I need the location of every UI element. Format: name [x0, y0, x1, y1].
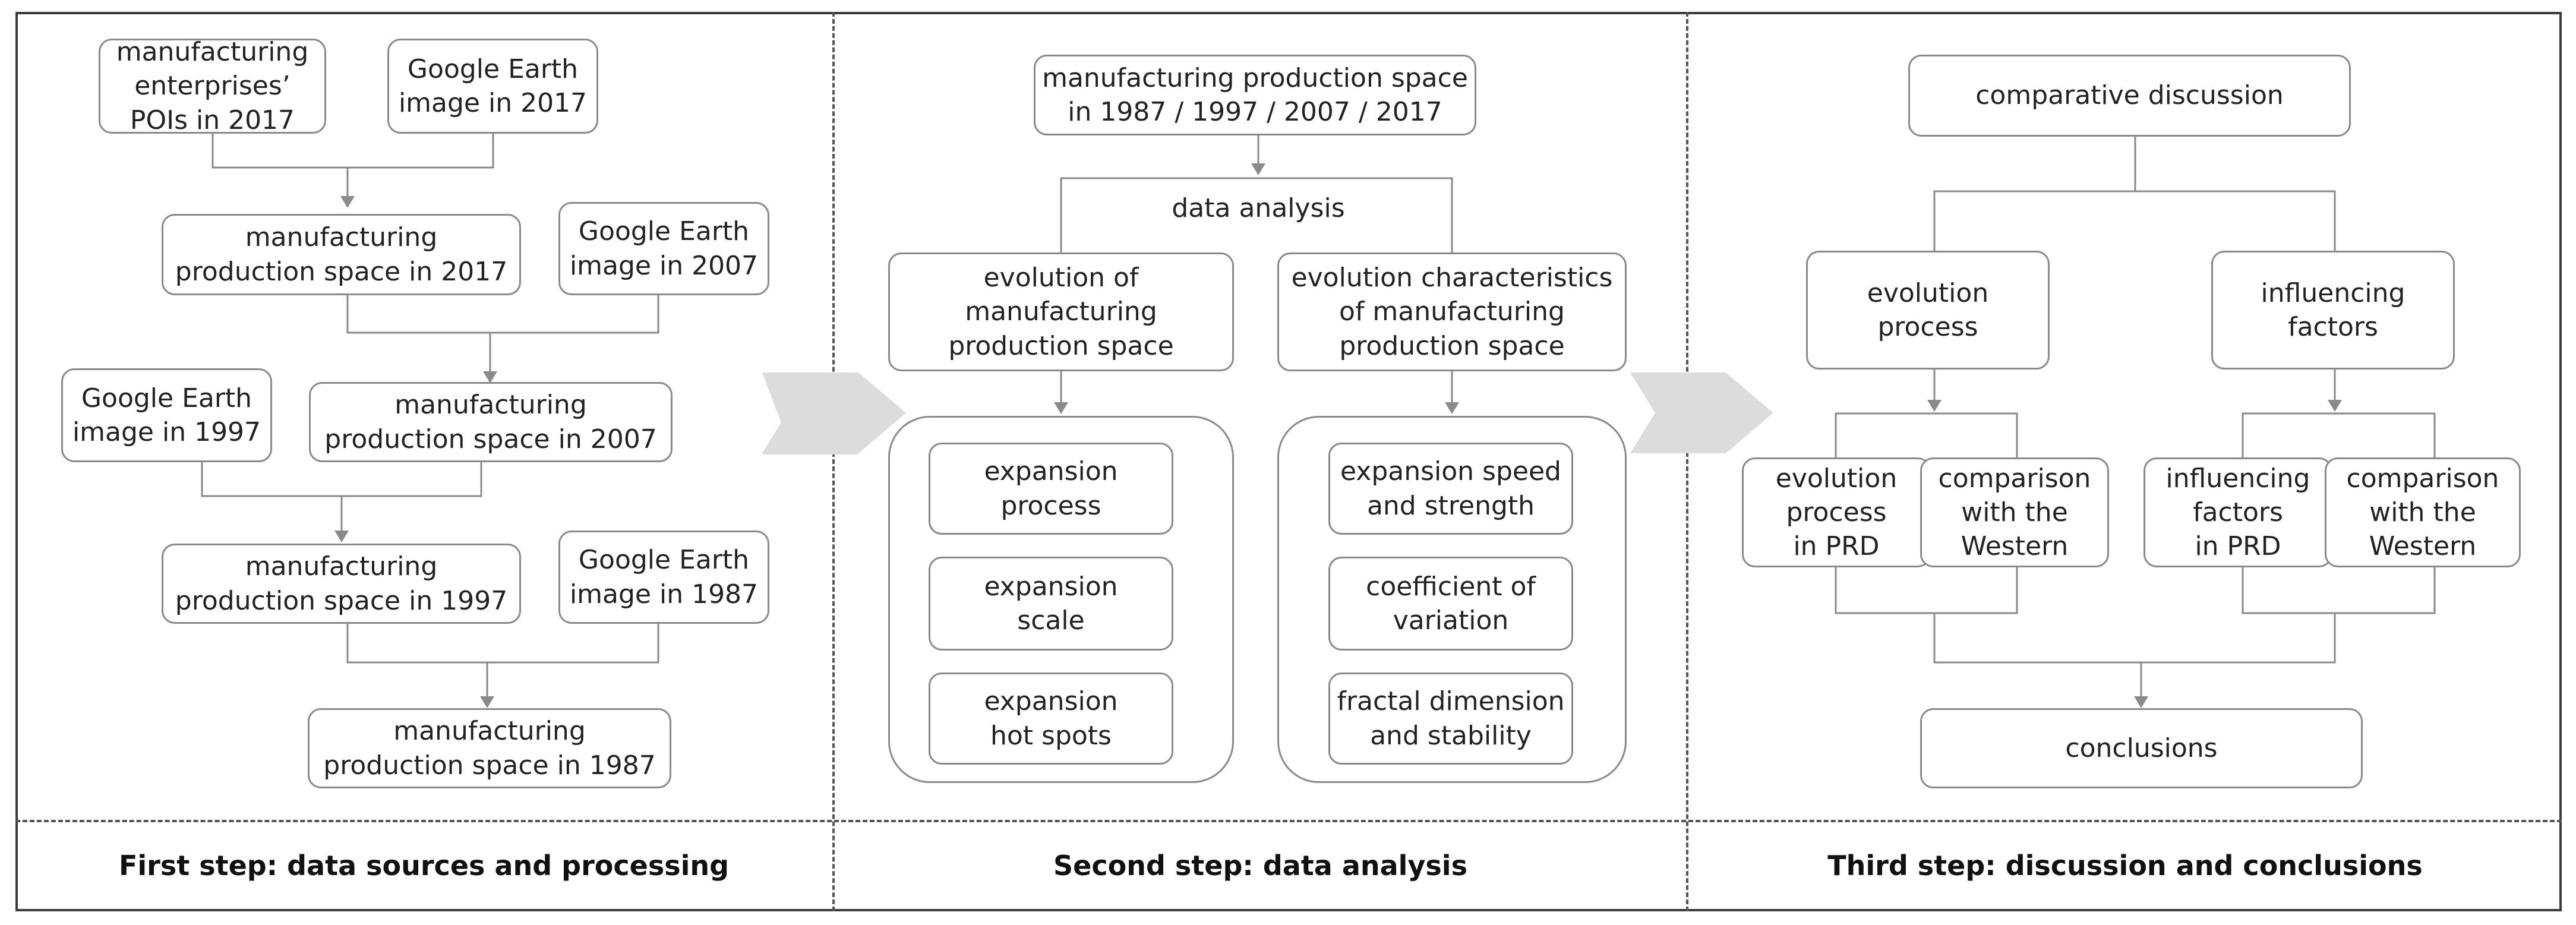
influencing-factors-box: influencing factors — [2211, 251, 2455, 370]
mps-all-years-box: manufacturing production space in 1987 /… — [1034, 55, 1476, 135]
google-earth-1997-box: Google Earth image in 1997 — [61, 368, 272, 462]
step-transition-arrow-1-body — [762, 372, 906, 453]
step1-footer: First step: data sources and processing — [118, 850, 730, 882]
evolution-characteristics-box: evolution characteristics of manufacturi… — [1277, 252, 1627, 371]
expansion-scale-box: expansion scale — [929, 557, 1173, 651]
expansion-process-box: expansion process — [929, 443, 1173, 535]
outer-frame — [15, 12, 2562, 911]
step3-footer: Third step: discussion and conclusions — [1827, 850, 2423, 882]
mps-1997-box: manufacturing production space in 1997 — [162, 544, 521, 624]
step3-connectors — [1835, 137, 2436, 708]
divider-step1-step2 — [832, 12, 835, 911]
google-earth-2007-box: Google Earth image in 2007 — [558, 202, 769, 295]
comparative-discussion-box: comparative discussion — [1908, 55, 2351, 137]
step2-footer: Second step: data analysis — [1053, 850, 1467, 882]
mps-2007-box: manufacturing production space in 2007 — [309, 382, 673, 462]
expansion-hotspots-box: expansion hot spots — [929, 673, 1173, 765]
comparison-western-2-box: comparison with the Western — [2325, 457, 2521, 567]
step1-connectors — [201, 134, 659, 708]
step-transition-arrow-2 — [1630, 372, 1773, 453]
coefficient-variation-box: coefficient of variation — [1328, 557, 1573, 651]
mps-2017-box: manufacturing production space in 2017 — [162, 214, 521, 295]
conclusions-box: conclusions — [1920, 708, 2363, 788]
data-analysis-label: data analysis — [1129, 189, 1388, 227]
evolution-of-mps-box: evolution of manufacturing production sp… — [888, 252, 1234, 371]
evolution-process-prd-box: evolution process in PRD — [1742, 457, 1931, 567]
step2-connectors — [1054, 135, 1459, 414]
influencing-factors-prd-box: influencing factors in PRD — [2143, 457, 2332, 567]
footer-divider — [15, 820, 2562, 822]
google-earth-2017-box: Google Earth image in 2017 — [387, 39, 598, 134]
mps-1987-box: manufacturing production space in 1987 — [308, 708, 671, 788]
comparison-western-1-box: comparison with the Western — [1920, 457, 2109, 567]
fractal-dimension-box: fractal dimension and stability — [1328, 673, 1573, 765]
pois-2017-box: manufacturing enterprises’ POIs in 2017 — [99, 37, 326, 135]
expansion-speed-box: expansion speed and strength — [1328, 443, 1573, 535]
divider-step2-step3 — [1686, 12, 1688, 911]
google-earth-1987-box: Google Earth image in 1987 — [558, 531, 769, 624]
evolution-process-box: evolution process — [1806, 251, 2050, 370]
